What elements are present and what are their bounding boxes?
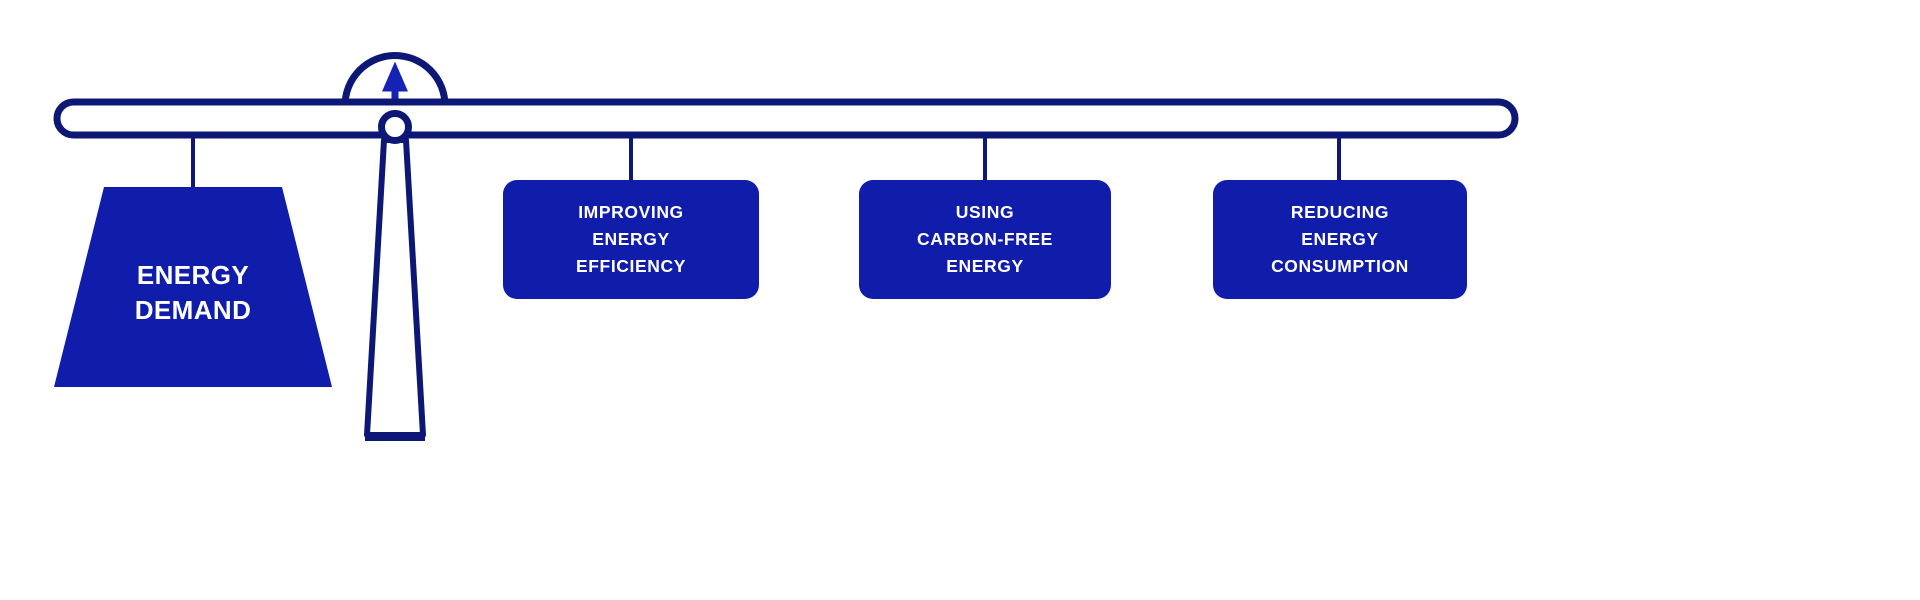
fulcrum-pivot-circle [378, 110, 412, 144]
fulcrum-stand-base [365, 433, 425, 441]
fulcrum-arc-icon [341, 52, 449, 106]
box-improving-energy-efficiency[interactable] [503, 180, 759, 299]
fulcrum-stand [364, 137, 426, 438]
energy-demand-weight[interactable] [54, 187, 332, 387]
box-using-carbon-free-energy[interactable] [859, 180, 1111, 299]
balance-beam[interactable] [53, 98, 1519, 139]
box-reducing-energy-consumption[interactable] [1213, 180, 1467, 299]
